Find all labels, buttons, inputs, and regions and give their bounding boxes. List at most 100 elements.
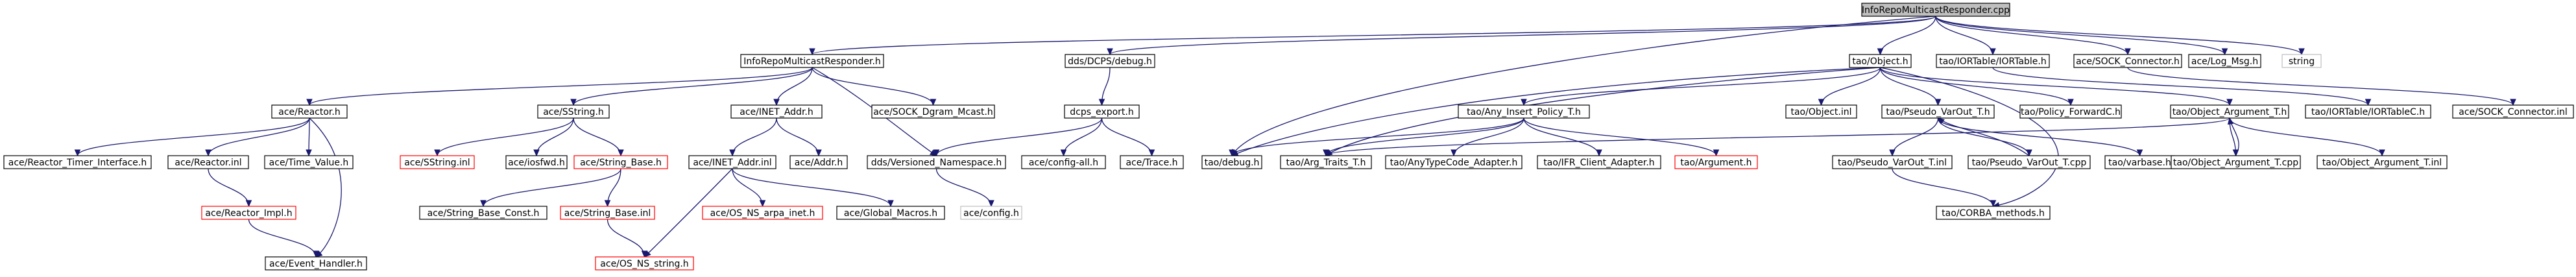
node-label: ace/Reactor_Timer_Interface.h: [8, 158, 147, 168]
edge-root-to-dcps_debug: [1109, 16, 1936, 55]
node-box: [1065, 54, 1155, 68]
node-pvo-h[interactable]: tao/Pseudo_VarOut_T.h: [1881, 104, 1995, 119]
node-label: ace/Log_Msg.h: [2191, 56, 2258, 67]
arrowhead: [1877, 48, 1884, 56]
edge-reactor-to-event_handler: [309, 117, 342, 258]
arrowhead: [1713, 149, 1720, 157]
node-box: [3, 155, 152, 169]
node-box: [400, 155, 475, 169]
edge-root-to-ior_table: [1935, 16, 1993, 55]
node-log-msg[interactable]: ace/Log_Msg.h: [2188, 54, 2261, 68]
node-time-value[interactable]: ace/Time_Value.h: [264, 155, 354, 169]
edge-tao_object-to-tao_debug: [1231, 67, 1881, 156]
node-box: [836, 206, 945, 220]
arrowhead: [618, 149, 624, 157]
node-event-handler[interactable]: ace/Event_Handler.h: [265, 256, 367, 271]
node-box: [595, 256, 694, 271]
node-rti[interactable]: ace/Reactor_Timer_Interface.h: [3, 155, 152, 169]
node-os-ns-string[interactable]: ace/OS_NS_string.h: [595, 256, 694, 271]
node-box: [560, 206, 655, 220]
node-sstring[interactable]: ace/SString.h: [537, 104, 610, 119]
node-arg-traits[interactable]: tao/Arg_Traits_T.h: [1280, 155, 1372, 169]
node-obj-arg[interactable]: tao/Object_Argument_T.h: [2170, 104, 2289, 119]
node-ior-tablec[interactable]: tao/IORTable/IORTableC.h: [2305, 104, 2431, 119]
node-dgram-mcast[interactable]: ace/SOCK_Dgram_Mcast.h: [871, 104, 995, 119]
node-trace-h[interactable]: ace/Trace.h: [1120, 155, 1184, 169]
arrowhead: [2136, 149, 2143, 157]
node-box: [2317, 155, 2448, 169]
node-any-type[interactable]: tao/AnyTypeCode_Adapter.h: [1385, 155, 1523, 169]
node-varbase[interactable]: tao/varbase.h: [2104, 155, 2175, 169]
node-pvo-cpp[interactable]: tao/Pseudo_VarOut_T.cpp: [1968, 155, 2091, 169]
node-label: ace/INET_Addr.inl: [693, 158, 771, 168]
node-corba-methods[interactable]: tao/CORBA_methods.h: [1936, 206, 2051, 220]
node-iosfwd[interactable]: ace/iosfwd.h: [505, 155, 568, 169]
node-box: [730, 104, 823, 119]
node-label: ace/String_Base.h: [580, 158, 662, 168]
node-label: tao/AnyTypeCode_Adapter.h: [1390, 158, 1518, 168]
arrowhead: [2379, 149, 2385, 157]
node-sock-conn[interactable]: ace/SOCK_Connector.h: [2073, 54, 2182, 68]
node-box: [1968, 155, 2091, 169]
node-tao-debug[interactable]: tao/debug.h: [1201, 155, 1262, 169]
node-reactor[interactable]: ace/Reactor.h: [271, 104, 348, 119]
node-pvo-inl[interactable]: tao/Pseudo_VarOut_T.inl: [1832, 155, 1953, 169]
node-addr-h[interactable]: ace/Addr.h: [789, 155, 848, 169]
node-box: [2019, 104, 2122, 119]
node-dcps-debug[interactable]: dds/DCPS/debug.h: [1065, 54, 1155, 68]
edge-sstring-to-string_base: [573, 117, 621, 156]
node-policy-fwd[interactable]: tao/Policy_ForwardC.h: [2019, 104, 2122, 119]
node-string-base[interactable]: ace/String_Base.h: [573, 155, 668, 169]
arrowhead: [1098, 99, 1105, 106]
node-config-h[interactable]: ace/config.h: [960, 206, 1022, 220]
node-box: [201, 206, 296, 220]
arrowhead: [1521, 99, 1527, 106]
node-argument-h[interactable]: tao/Argument.h: [1674, 155, 1758, 169]
node-string[interactable]: string: [2281, 54, 2322, 68]
arrowhead: [644, 250, 651, 258]
edge-pvo_h-to-varbase: [1937, 117, 2141, 156]
node-string-base-inl[interactable]: ace/String_Base.inl: [560, 206, 655, 220]
edge-sstring-to-sstring_inl: [437, 117, 574, 156]
node-h-self[interactable]: InfoRepoMulticastResponder.h: [740, 54, 884, 68]
node-dcps-export[interactable]: dcps_export.h: [1064, 104, 1140, 119]
node-root[interactable]: InfoRepoMulticastResponder.cpp: [1861, 3, 2010, 17]
node-string-base-const[interactable]: ace/String_Base_Const.h: [419, 206, 548, 220]
node-label: ace/SString.inl: [404, 158, 470, 168]
node-any-insert[interactable]: tao/Any_Insert_Policy_T.h: [1458, 104, 1590, 119]
arrowhead: [1990, 48, 1996, 56]
node-reactor-inl[interactable]: ace/Reactor.inl: [167, 155, 249, 169]
node-inet-addr[interactable]: ace/INET_Addr.h: [730, 104, 823, 119]
node-global-macros[interactable]: ace/Global_Macros.h: [836, 206, 945, 220]
node-label: ace/SOCK_Connector.inl: [2459, 107, 2568, 117]
arrowhead: [570, 99, 577, 106]
node-reactor-impl[interactable]: ace/Reactor_Impl.h: [201, 206, 296, 220]
arrowhead: [2226, 99, 2233, 106]
node-ifr-client[interactable]: tao/IFR_Client_Adapter.h: [1537, 155, 1661, 169]
node-box: [1849, 54, 1912, 68]
arrowhead: [1596, 149, 1602, 157]
node-ior-table[interactable]: tao/IORTable/IORTable.h: [1936, 54, 2050, 68]
node-os-ns-arpa[interactable]: ace/OS_NS_arpa_inet.h: [702, 206, 823, 220]
arrowhead: [2298, 48, 2305, 56]
node-versioned-ns[interactable]: dds/Versioned_Namespace.h: [867, 155, 1006, 169]
node-inet-addr-inl[interactable]: ace/INET_Addr.inl: [688, 155, 776, 169]
node-box: [1201, 155, 1262, 169]
node-sstring-inl[interactable]: ace/SString.inl: [400, 155, 475, 169]
node-obj-inl[interactable]: tao/Object.inl: [1785, 104, 1857, 119]
edge-inet_addr_inl-to-os_ns_arpa: [732, 168, 764, 207]
node-box: [1785, 104, 1857, 119]
edge-sock_conn-to-sock_conn_inl: [2127, 67, 2514, 106]
arrowhead: [1818, 99, 1825, 106]
node-box: [2171, 155, 2301, 169]
edge-any_insert-to-arg_traits: [1325, 117, 1524, 156]
node-tao-object[interactable]: tao/Object.h: [1849, 54, 1912, 68]
node-obj-arg-cpp[interactable]: tao/Object_Argument_T.cpp: [2171, 155, 2301, 169]
edge-inet_addr_inl-to-os_ns_string: [644, 168, 733, 258]
node-obj-arg-inl[interactable]: tao/Object_Argument_T.inl: [2317, 155, 2448, 169]
arrowhead: [1107, 48, 1113, 56]
node-config-all[interactable]: ace/config-all.h: [1021, 155, 1106, 169]
node-sock-conn-inl[interactable]: ace/SOCK_Connector.inl: [2452, 104, 2574, 119]
node-box: [167, 155, 249, 169]
node-label: ace/String_Base.inl: [564, 208, 651, 219]
